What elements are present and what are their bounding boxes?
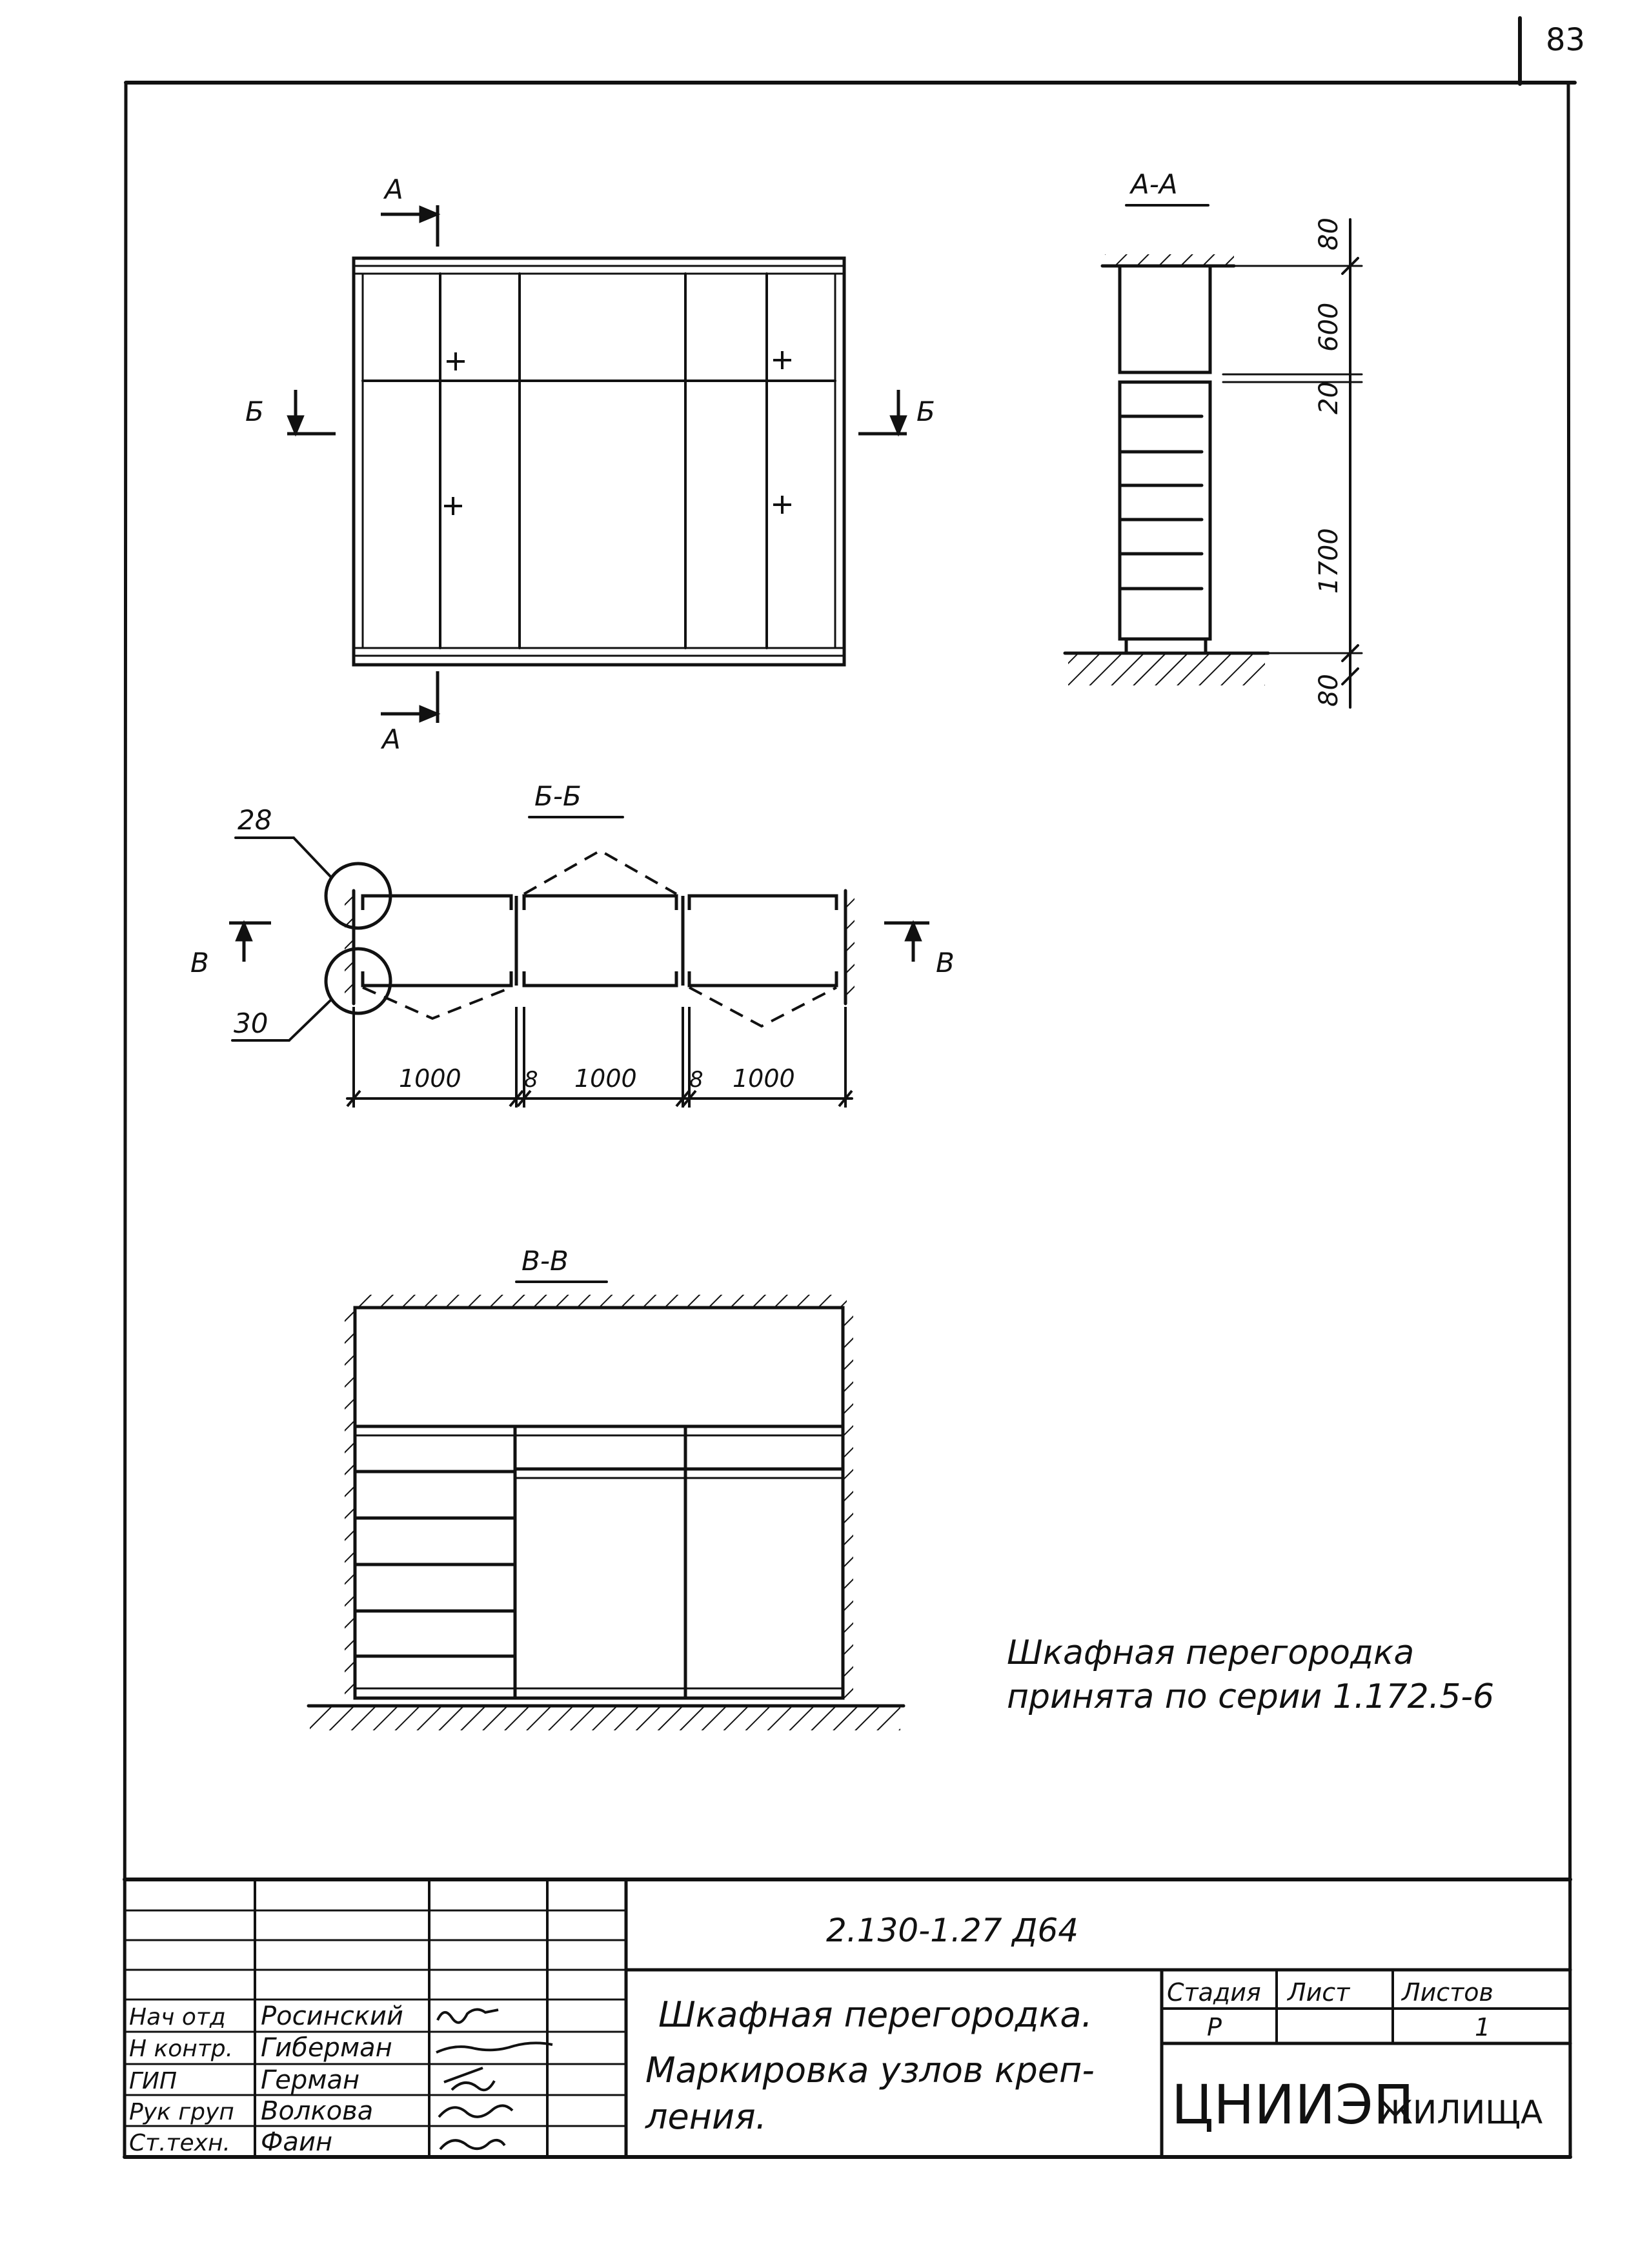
section-a-a-title: А-А	[1129, 168, 1178, 200]
sheets-value: 1	[1475, 2013, 1490, 2041]
dim-80-bottom: 80	[1314, 674, 1344, 707]
fixing-point-markers	[444, 351, 791, 515]
cut-label-b-right: Б	[916, 396, 935, 427]
role-5: Ст.техн.	[129, 2130, 230, 2156]
role-2: Н контр.	[129, 2036, 233, 2062]
title-block: 2.130-1.27 Д64 Нач отд Н контр. ГИП Рук …	[123, 1878, 1572, 2159]
name-2: Гиберман	[261, 2033, 392, 2063]
role-3: ГИП	[129, 2068, 177, 2094]
name-3: Герман	[261, 2065, 359, 2095]
node-label-28: 28	[238, 804, 272, 836]
name-4: Волкова	[261, 2096, 373, 2126]
dim-1000-c: 1000	[733, 1064, 795, 1093]
section-b-b-view: Б-Б 28 30	[190, 780, 955, 1108]
cut-label-b-left: Б	[245, 396, 264, 427]
drawing-title-line-1: Шкафная перегородка.	[658, 1994, 1093, 2035]
front-elevation-view: А А Б Б	[245, 174, 935, 755]
signatures	[436, 2008, 553, 2151]
node-callout-28	[324, 862, 392, 930]
dim-1700: 1700	[1314, 528, 1344, 594]
dim-8-b: 8	[689, 1067, 703, 1093]
section-v-v-view: В-В	[307, 1245, 905, 1730]
sheets-header: Листов	[1401, 1978, 1493, 2007]
name-5: Фаин	[261, 2127, 332, 2157]
role-1: Нач отд	[129, 2004, 226, 2030]
cut-marks-a	[381, 205, 441, 723]
name-1: Росинский	[261, 2001, 403, 2031]
role-4: Рук груп	[129, 2099, 234, 2125]
drawing-title-line-3: ления.	[645, 2096, 767, 2137]
organization-name: ЦНИИЭП	[1171, 2073, 1414, 2136]
dim-1000-b: 1000	[574, 1064, 637, 1093]
page-number: 83	[1546, 22, 1585, 58]
cut-label-v-right: В	[936, 947, 955, 978]
dim-80-top: 80	[1314, 218, 1344, 250]
stage-header: Стадия	[1167, 1978, 1261, 2007]
cut-label-v-left: В	[190, 947, 209, 978]
cut-marks-b	[287, 390, 907, 437]
note-line-2: принята по серии 1.172.5-6	[1007, 1677, 1494, 1716]
document-code: 2.130-1.27 Д64	[826, 1912, 1078, 1949]
cut-label-a-bottom: А	[380, 724, 401, 755]
section-v-v-title: В-В	[521, 1245, 569, 1277]
section-b-b-title: Б-Б	[534, 780, 582, 812]
sheet-header: Лист	[1286, 1978, 1351, 2007]
dim-600: 600	[1314, 303, 1344, 352]
note-line-1: Шкафная перегородка	[1007, 1634, 1414, 1672]
dim-1000-a: 1000	[399, 1064, 461, 1093]
organization-subtitle: ЖИЛИЩА	[1378, 2094, 1543, 2131]
node-callout-30	[324, 947, 392, 1015]
sheet-frame	[123, 81, 1577, 2159]
dim-20: 20	[1314, 381, 1344, 414]
dim-8-a: 8	[524, 1067, 538, 1093]
drawing-title-line-2: Маркировка узлов креп-	[645, 2050, 1095, 2091]
stage-value: Р	[1207, 2013, 1222, 2041]
cut-label-a-top: А	[383, 174, 403, 205]
section-a-a-view: А-А 80 600 20 1700 80	[1063, 168, 1363, 709]
node-label-30: 30	[234, 1007, 268, 1039]
